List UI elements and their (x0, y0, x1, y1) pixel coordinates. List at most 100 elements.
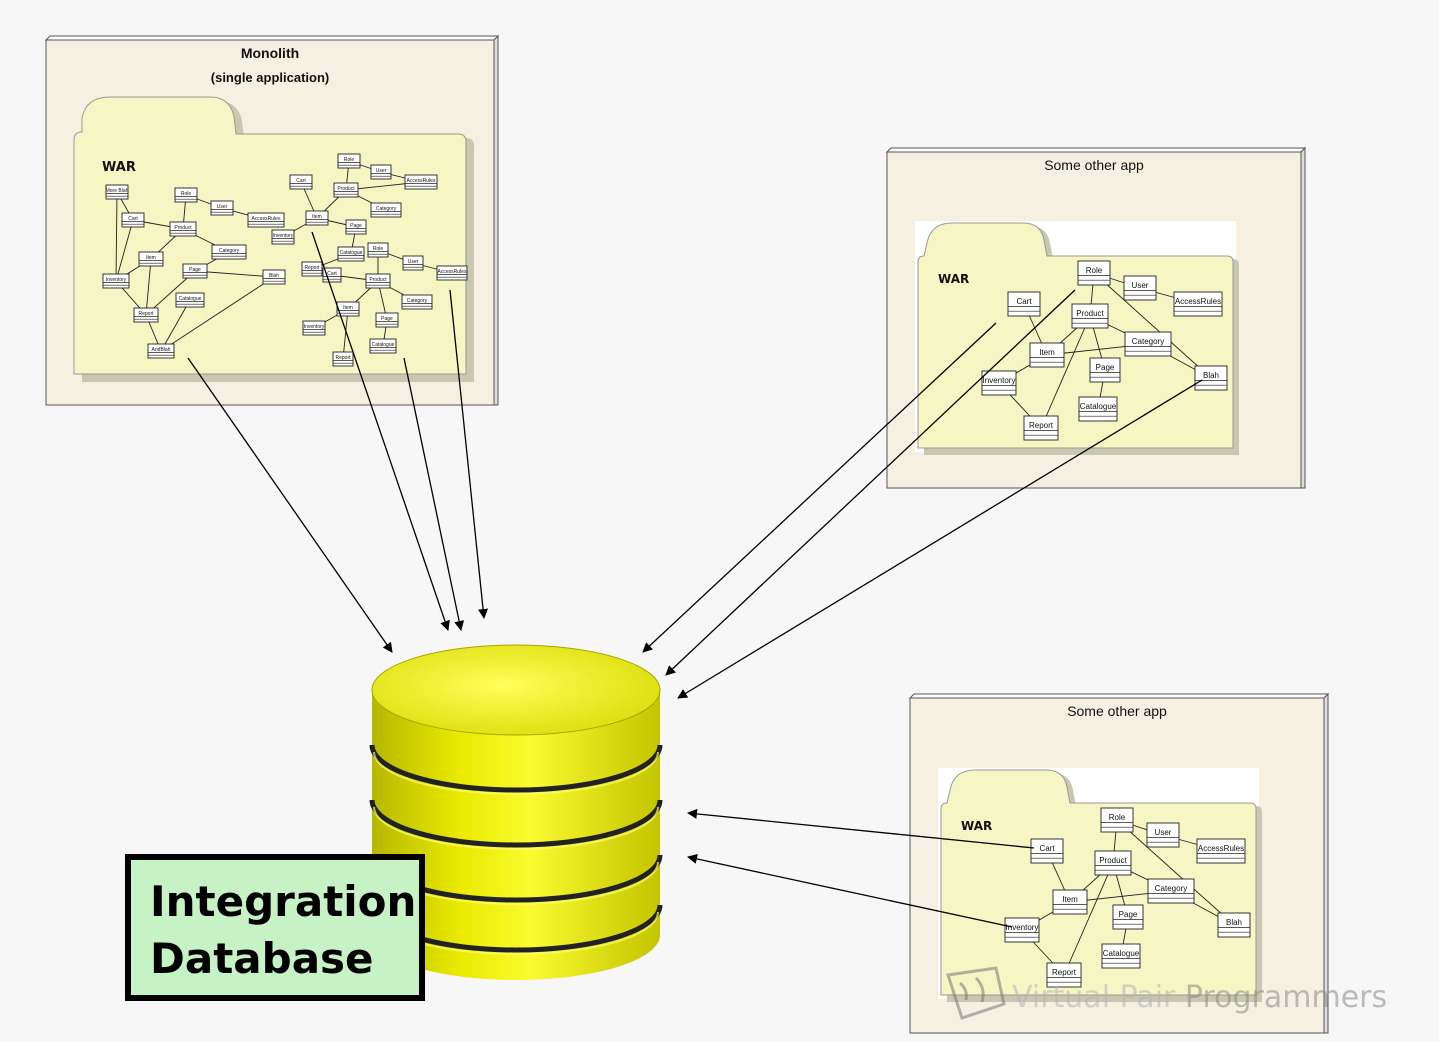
class-box: Cart (1007, 291, 1041, 317)
class-box: Category (211, 244, 247, 260)
class-box: AccessRules (247, 212, 285, 228)
other-app-top-title: Some other app (1044, 157, 1144, 173)
class-association-line (145, 258, 152, 316)
class-box: Role (367, 242, 389, 258)
class-name: Role (373, 246, 384, 252)
class-name: Report (304, 265, 320, 271)
class-name: Report (1052, 968, 1077, 977)
class-name: Inventory (1006, 923, 1039, 932)
class-box: Item (1029, 342, 1065, 368)
class-name: Category (1155, 884, 1187, 893)
arrow-monolith-3 (403, 357, 465, 631)
class-box: Catalogue (1101, 943, 1141, 969)
class-name: Catalogue (179, 296, 202, 302)
class-name: Cart (1039, 844, 1055, 853)
class-box: Page (182, 263, 208, 279)
class-box: Product (1071, 303, 1109, 329)
class-box: Inventory (302, 320, 326, 336)
class-name: Report (335, 355, 351, 361)
other-app-top-panel: Some other app WAR RoleUserAccessRulesCa… (885, 146, 1307, 489)
class-box: Item (138, 251, 164, 267)
class-name: Product (1076, 309, 1104, 318)
monolith-war-label: WAR (102, 160, 136, 175)
class-box: Category (370, 202, 402, 218)
class-association-line (160, 276, 275, 352)
class-box: Category (1124, 331, 1172, 357)
monolith-panel: Monolith (single application) WAR More B… (44, 34, 500, 406)
class-name: Cart (296, 178, 306, 184)
class-name: Page (189, 267, 201, 273)
class-box: Category (1147, 878, 1195, 904)
class-name: User (217, 204, 228, 210)
class-box: Role (1077, 260, 1111, 286)
database-label-line1: Integration (150, 877, 416, 926)
class-name: Cart (327, 271, 337, 277)
class-name: Category (219, 248, 240, 254)
class-box: AccessRules (1173, 291, 1223, 317)
other-app-bottom-title: Some other app (1067, 703, 1167, 719)
class-name: Product (337, 186, 355, 192)
class-box: Product (333, 182, 359, 198)
class-box: Item (336, 301, 360, 317)
class-box: Inventory (981, 370, 1017, 396)
class-name: Inventory (106, 277, 127, 283)
class-name: AccessRules (1175, 297, 1221, 306)
arrow-top-app-2 (665, 289, 1076, 676)
other-app-top-war-label: WAR (938, 272, 969, 286)
class-box: User (402, 255, 424, 271)
class-name: Category (1132, 337, 1164, 346)
class-name: Category (407, 298, 428, 304)
class-box: Blah (1217, 912, 1251, 938)
class-name: Catalogue (1080, 402, 1117, 411)
arrow-monolith-4 (449, 289, 489, 619)
class-box: Product (1094, 850, 1132, 876)
class-association-line (115, 219, 134, 282)
arrow-top-app-1 (642, 322, 997, 653)
class-name: Product (369, 277, 387, 283)
class-name: Catalogue (1103, 949, 1140, 958)
class-name: Report (1029, 421, 1054, 430)
watermark-text-light: Virtual Pair (1012, 980, 1185, 1015)
vpp-logo-icon (946, 966, 1006, 1020)
class-box: Cart (289, 174, 313, 190)
class-box: Category (401, 294, 433, 310)
class-association-line (1040, 315, 1091, 429)
class-name: Product (174, 225, 192, 231)
class-name: Page (350, 223, 362, 229)
class-name: Role (1109, 813, 1126, 822)
other-app-top-class-graph: RoleUserAccessRulesCartProductCategoryIt… (981, 260, 1228, 441)
class-box: Inventory (271, 229, 295, 245)
class-association-line (1063, 862, 1114, 976)
class-box: AccessRules (1196, 838, 1246, 864)
class-name: Role (181, 191, 192, 197)
class-box: Page (375, 312, 399, 328)
class-box: Catalogue (337, 246, 365, 262)
integration-database-label: Integration Database (125, 854, 425, 1001)
class-box: Item (305, 210, 329, 226)
class-association-line (115, 191, 118, 282)
other-app-bottom-war-label: WAR (961, 819, 992, 833)
class-name: Page (381, 316, 393, 322)
class-name: Blah (1203, 371, 1219, 380)
class-box: AccessRules (404, 174, 438, 190)
arrow-monolith-2 (311, 231, 450, 631)
class-name: Catalogue (340, 250, 363, 256)
class-name: User (408, 259, 419, 265)
class-box: Page (1112, 904, 1144, 930)
class-box: Blah (1194, 365, 1228, 391)
class-name: AccessRules (438, 269, 467, 275)
class-name: User (1155, 828, 1172, 837)
class-box: Item (1052, 889, 1088, 915)
class-name: User (376, 168, 387, 174)
class-box: AndBlah (147, 343, 175, 359)
arrow-top-app-3 (677, 379, 1203, 699)
class-name: AccessRules (407, 178, 436, 184)
class-name: Item (1062, 895, 1078, 904)
class-box: User (1146, 822, 1180, 848)
monolith-title: Monolith (241, 45, 299, 61)
class-name: Blah (1226, 918, 1242, 927)
class-box: Report (1023, 415, 1059, 441)
arrow-bottom-app-2 (687, 854, 1013, 928)
